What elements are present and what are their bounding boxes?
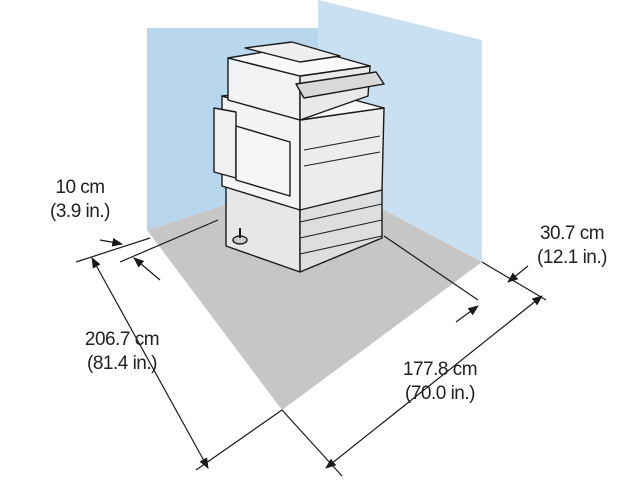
right-clearance-metric: 30.7 cm (539, 223, 605, 244)
width-imperial: (70.0 in.) (405, 383, 475, 404)
printer-icon (213, 41, 385, 273)
left-clearance-imperial: (3.9 in.) (50, 201, 110, 222)
width-metric: 177.8 cm (402, 359, 478, 380)
depth-label: 206.7 cm (81.4 in.) (72, 328, 172, 376)
dimension-lines (75, 219, 547, 477)
left-clearance-label: 10 cm (3.9 in.) (38, 176, 122, 224)
depth-metric: 206.7 cm (84, 329, 160, 350)
width-label: 177.8 cm (70.0 in.) (392, 358, 488, 406)
right-clearance-imperial: (12.1 in.) (537, 247, 607, 268)
depth-imperial: (81.4 in.) (87, 353, 157, 374)
left-clearance-metric: 10 cm (55, 177, 105, 198)
right-clearance-label: 30.7 cm (12.1 in.) (524, 222, 620, 270)
